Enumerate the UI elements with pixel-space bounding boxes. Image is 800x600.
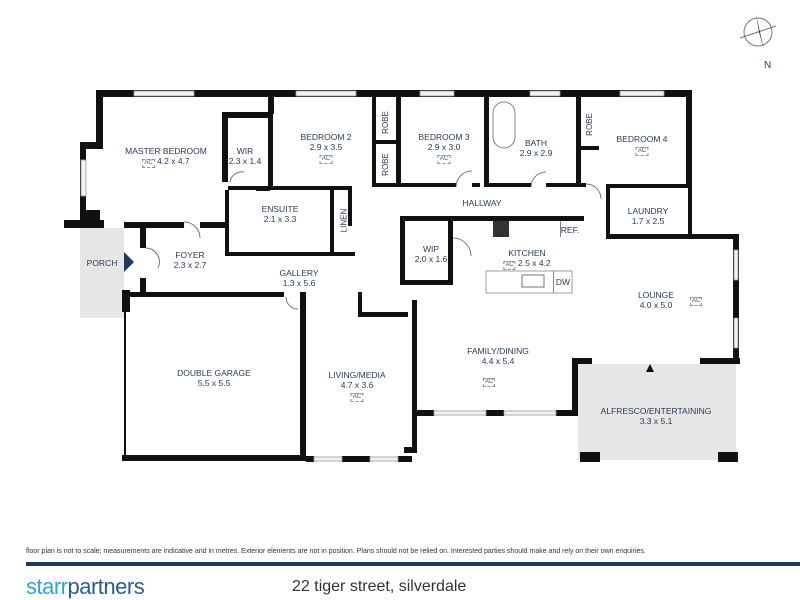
compass-north-label: N [764, 60, 771, 70]
brand-logo: starrpartners [26, 574, 145, 600]
footer-divider [26, 562, 800, 566]
property-address: 22 tiger street, silverdale [292, 578, 467, 595]
room-porch: PORCH [86, 258, 118, 268]
ac-family-dining: AC [483, 378, 496, 387]
robe-label-1: ROBE [380, 111, 390, 134]
ac-lounge: AC [690, 297, 703, 306]
robe-label-2: ROBE [380, 153, 390, 176]
brand-part-2: partners [67, 574, 145, 599]
brand-part-1: starr [26, 574, 68, 599]
linen-label: LINEN [339, 208, 349, 233]
dw-label: DW [555, 277, 571, 287]
disclaimer-text: floor plan is not to scale; measurements… [26, 548, 646, 555]
ref-label: REF. [560, 225, 580, 235]
room-hallway: HALLWAY [462, 198, 502, 208]
floor-plan-drawing [64, 90, 740, 462]
robe-label-3: ROBE [584, 113, 594, 136]
north-compass-icon: N [739, 14, 777, 70]
